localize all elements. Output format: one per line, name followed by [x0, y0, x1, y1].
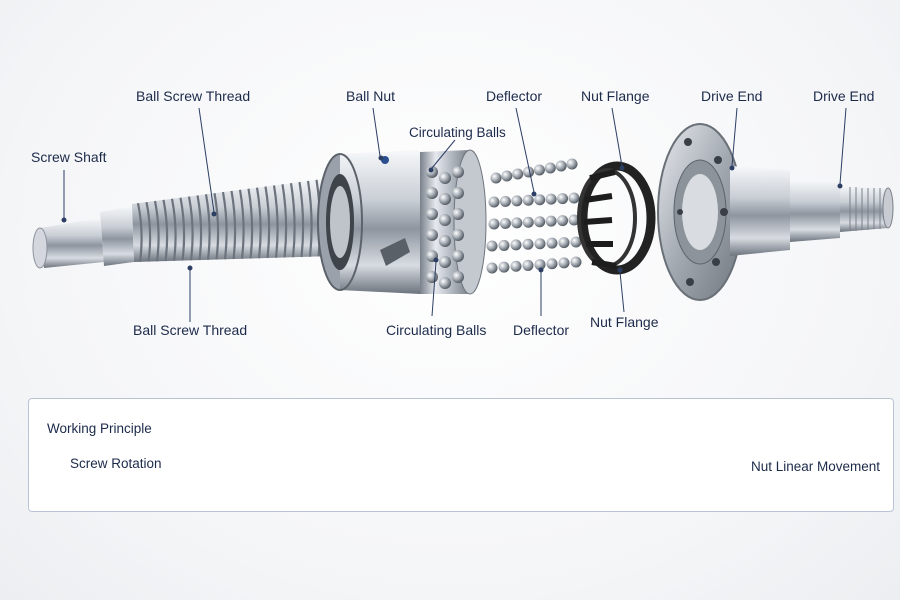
- label-screw-shaft: Screw Shaft: [31, 149, 106, 165]
- ball: [491, 173, 502, 184]
- ball: [511, 261, 522, 272]
- ball: [500, 196, 511, 207]
- ball-nut: [318, 150, 420, 294]
- ball: [499, 240, 510, 251]
- ball: [523, 260, 534, 271]
- ball: [511, 239, 522, 250]
- label-nut-flange-bottom: Nut Flange: [590, 314, 658, 330]
- ball: [547, 238, 558, 249]
- ball: [534, 165, 545, 176]
- principle-nut-movement: Nut Linear Movement: [751, 459, 880, 474]
- drive-end: [730, 166, 893, 256]
- ball: [452, 250, 464, 262]
- ball: [487, 263, 498, 274]
- working-principle-panel: [28, 398, 894, 512]
- ball: [426, 208, 438, 220]
- ball: [489, 219, 500, 230]
- ball: [452, 229, 464, 241]
- ball: [487, 241, 498, 252]
- ball: [559, 237, 570, 248]
- label-drive-end-2: Drive End: [813, 88, 874, 104]
- ball: [439, 256, 451, 268]
- label-circulating-balls-top: Circulating Balls: [409, 125, 506, 140]
- ball: [439, 277, 451, 289]
- ball: [501, 171, 512, 182]
- screw-shaft: [33, 178, 332, 268]
- label-nut-flange-top: Nut Flange: [581, 88, 649, 104]
- ball: [547, 258, 558, 269]
- principle-title: Working Principle: [47, 421, 152, 436]
- ball: [523, 195, 534, 206]
- ball: [426, 187, 438, 199]
- ball: [452, 166, 464, 178]
- label-drive-end-1: Drive End: [701, 88, 762, 104]
- ball: [546, 216, 557, 227]
- circulating-balls: [487, 159, 582, 274]
- ball: [439, 214, 451, 226]
- ball: [535, 238, 546, 249]
- label-circulating-balls-bottom: Circulating Balls: [386, 322, 486, 338]
- principle-screw-rotation: Screw Rotation: [70, 456, 162, 471]
- ball: [534, 216, 545, 227]
- deflector: [579, 166, 651, 270]
- ball: [557, 215, 568, 226]
- nut-flange: [658, 124, 742, 300]
- ball: [559, 257, 570, 268]
- ball: [439, 172, 451, 184]
- label-ball-screw-thread-top: Ball Screw Thread: [136, 88, 250, 104]
- ball: [452, 187, 464, 199]
- ball: [523, 239, 534, 250]
- ball: [426, 229, 438, 241]
- ball: [546, 194, 557, 205]
- ball: [452, 208, 464, 220]
- ball: [439, 193, 451, 205]
- ball: [523, 217, 534, 228]
- label-ball-nut: Ball Nut: [346, 88, 395, 104]
- ball: [567, 159, 578, 170]
- label-deflector-bottom: Deflector: [513, 322, 569, 338]
- ball: [439, 235, 451, 247]
- ball: [511, 195, 522, 206]
- ball: [511, 217, 522, 228]
- ball: [426, 271, 438, 283]
- ball: [569, 193, 580, 204]
- ball: [512, 169, 523, 180]
- ball: [499, 262, 510, 273]
- ball: [500, 218, 511, 229]
- ball: [534, 194, 545, 205]
- ball: [556, 161, 567, 172]
- ball: [571, 257, 582, 268]
- ball: [545, 163, 556, 174]
- label-deflector-top: Deflector: [486, 88, 542, 104]
- ball: [452, 271, 464, 283]
- label-ball-screw-thread-bottom: Ball Screw Thread: [133, 322, 247, 338]
- ball: [557, 193, 568, 204]
- ball: [489, 197, 500, 208]
